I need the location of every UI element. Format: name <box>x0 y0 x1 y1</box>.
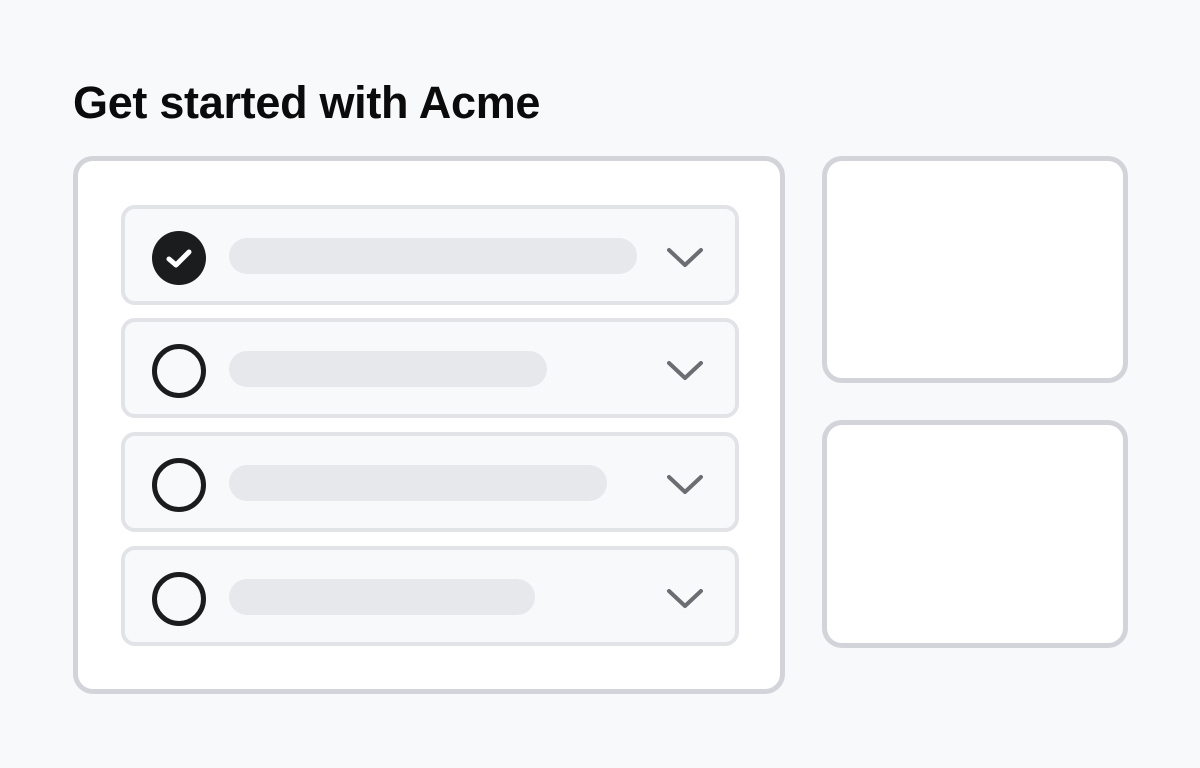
item-title-placeholder <box>229 579 535 615</box>
empty-circle-icon[interactable] <box>152 572 206 626</box>
chevron-down-icon[interactable] <box>665 356 705 384</box>
chevron-down-icon[interactable] <box>665 243 705 271</box>
checklist-item-1[interactable] <box>121 205 739 305</box>
checklist-item-2[interactable] <box>121 318 739 418</box>
onboarding-checklist-card <box>73 156 785 694</box>
side-card-1 <box>822 156 1128 383</box>
chevron-down-icon[interactable] <box>665 584 705 612</box>
checklist-item-3[interactable] <box>121 432 739 532</box>
item-title-placeholder <box>229 351 547 387</box>
checklist-item-4[interactable] <box>121 546 739 646</box>
item-title-placeholder <box>229 238 637 274</box>
chevron-down-icon[interactable] <box>665 470 705 498</box>
check-circle-icon <box>152 231 206 285</box>
item-title-placeholder <box>229 465 607 501</box>
side-card-2 <box>822 420 1128 648</box>
page-title: Get started with Acme <box>73 77 541 128</box>
empty-circle-icon[interactable] <box>152 458 206 512</box>
empty-circle-icon[interactable] <box>152 344 206 398</box>
